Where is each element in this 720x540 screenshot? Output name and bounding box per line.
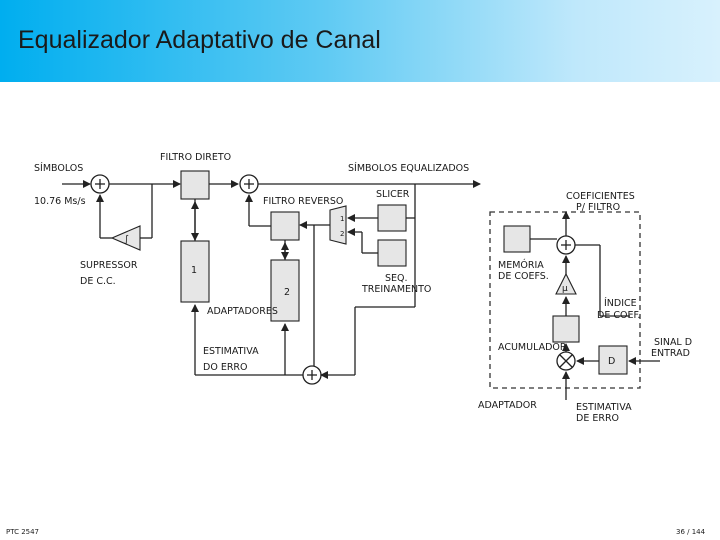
label-acumulador: ACUMULADOR (498, 342, 567, 353)
label-sinal-2: ENTRAD (651, 348, 690, 359)
label-indice-1: ÍNDICE (604, 297, 637, 309)
label-est-erro-2: DE ERRO (576, 413, 619, 424)
adaptor-1-number: 1 (191, 265, 197, 276)
label-simbolos: SÍMBOLOS (34, 162, 83, 174)
label-filtro-direto: FILTRO DIRETO (160, 152, 231, 163)
mu-gain (555, 272, 577, 295)
label-est-erro-1: ESTIMATIVA (576, 402, 632, 413)
label-adaptador: ADAPTADOR (478, 400, 537, 411)
accumulator-box (552, 315, 580, 343)
label-simbolos-equalizados: SÍMBOLOS EQUALIZADOS (348, 162, 469, 174)
mux-in-2: 2 (340, 230, 344, 238)
label-sinal-1: SINAL D (654, 337, 692, 348)
mux-in-1: 1 (340, 215, 344, 223)
label-coeficientes-1: COEFICIENTES (566, 191, 635, 202)
delay-label: D (608, 356, 615, 367)
label-treinamento: TREINAMENTO (361, 284, 431, 295)
adaptor-2-box (270, 259, 300, 322)
label-memoria-1: MEMÓRIA (498, 259, 544, 271)
label-adaptadores: ADAPTADORES (207, 306, 278, 317)
adaptor-2-number: 2 (284, 287, 290, 298)
label-supressor-1: SUPRESSOR (80, 260, 138, 271)
label-coeficientes-2: P/ FILTRO (576, 202, 620, 213)
dc-suppressor-integrator (110, 225, 141, 251)
label-rate: 10.76 Ms/s (34, 196, 86, 207)
delay-box (598, 345, 628, 375)
footer-course: PTC 2547 (6, 528, 40, 536)
mux-switch (329, 205, 347, 245)
label-seq: SEQ. (385, 273, 408, 284)
footer-page: 36 / 144 (676, 528, 706, 536)
label-estimativa-2: DO ERRO (203, 362, 248, 373)
label-memoria-2: DE COEFS. (498, 271, 549, 282)
slide-title: Equalizador Adaptativo de Canal (18, 26, 381, 54)
reverse-filter-box (270, 211, 300, 241)
forward-filter-box (180, 170, 210, 200)
label-filtro-reverso: FILTRO REVERSO (263, 196, 343, 207)
integral-symbol: ∫ (124, 234, 129, 245)
training-seq-box (377, 239, 407, 267)
mu-symbol: μ (562, 284, 568, 294)
label-estimativa-1: ESTIMATIVA (203, 346, 259, 357)
label-indice-2: DE COEF. (597, 310, 640, 321)
slicer-box (377, 204, 407, 232)
label-supressor-2: DE C.C. (80, 276, 116, 287)
coef-memory-box (503, 225, 531, 253)
title-bar: Equalizador Adaptativo de Canal (0, 0, 720, 82)
label-slicer: SLICER (376, 189, 410, 200)
